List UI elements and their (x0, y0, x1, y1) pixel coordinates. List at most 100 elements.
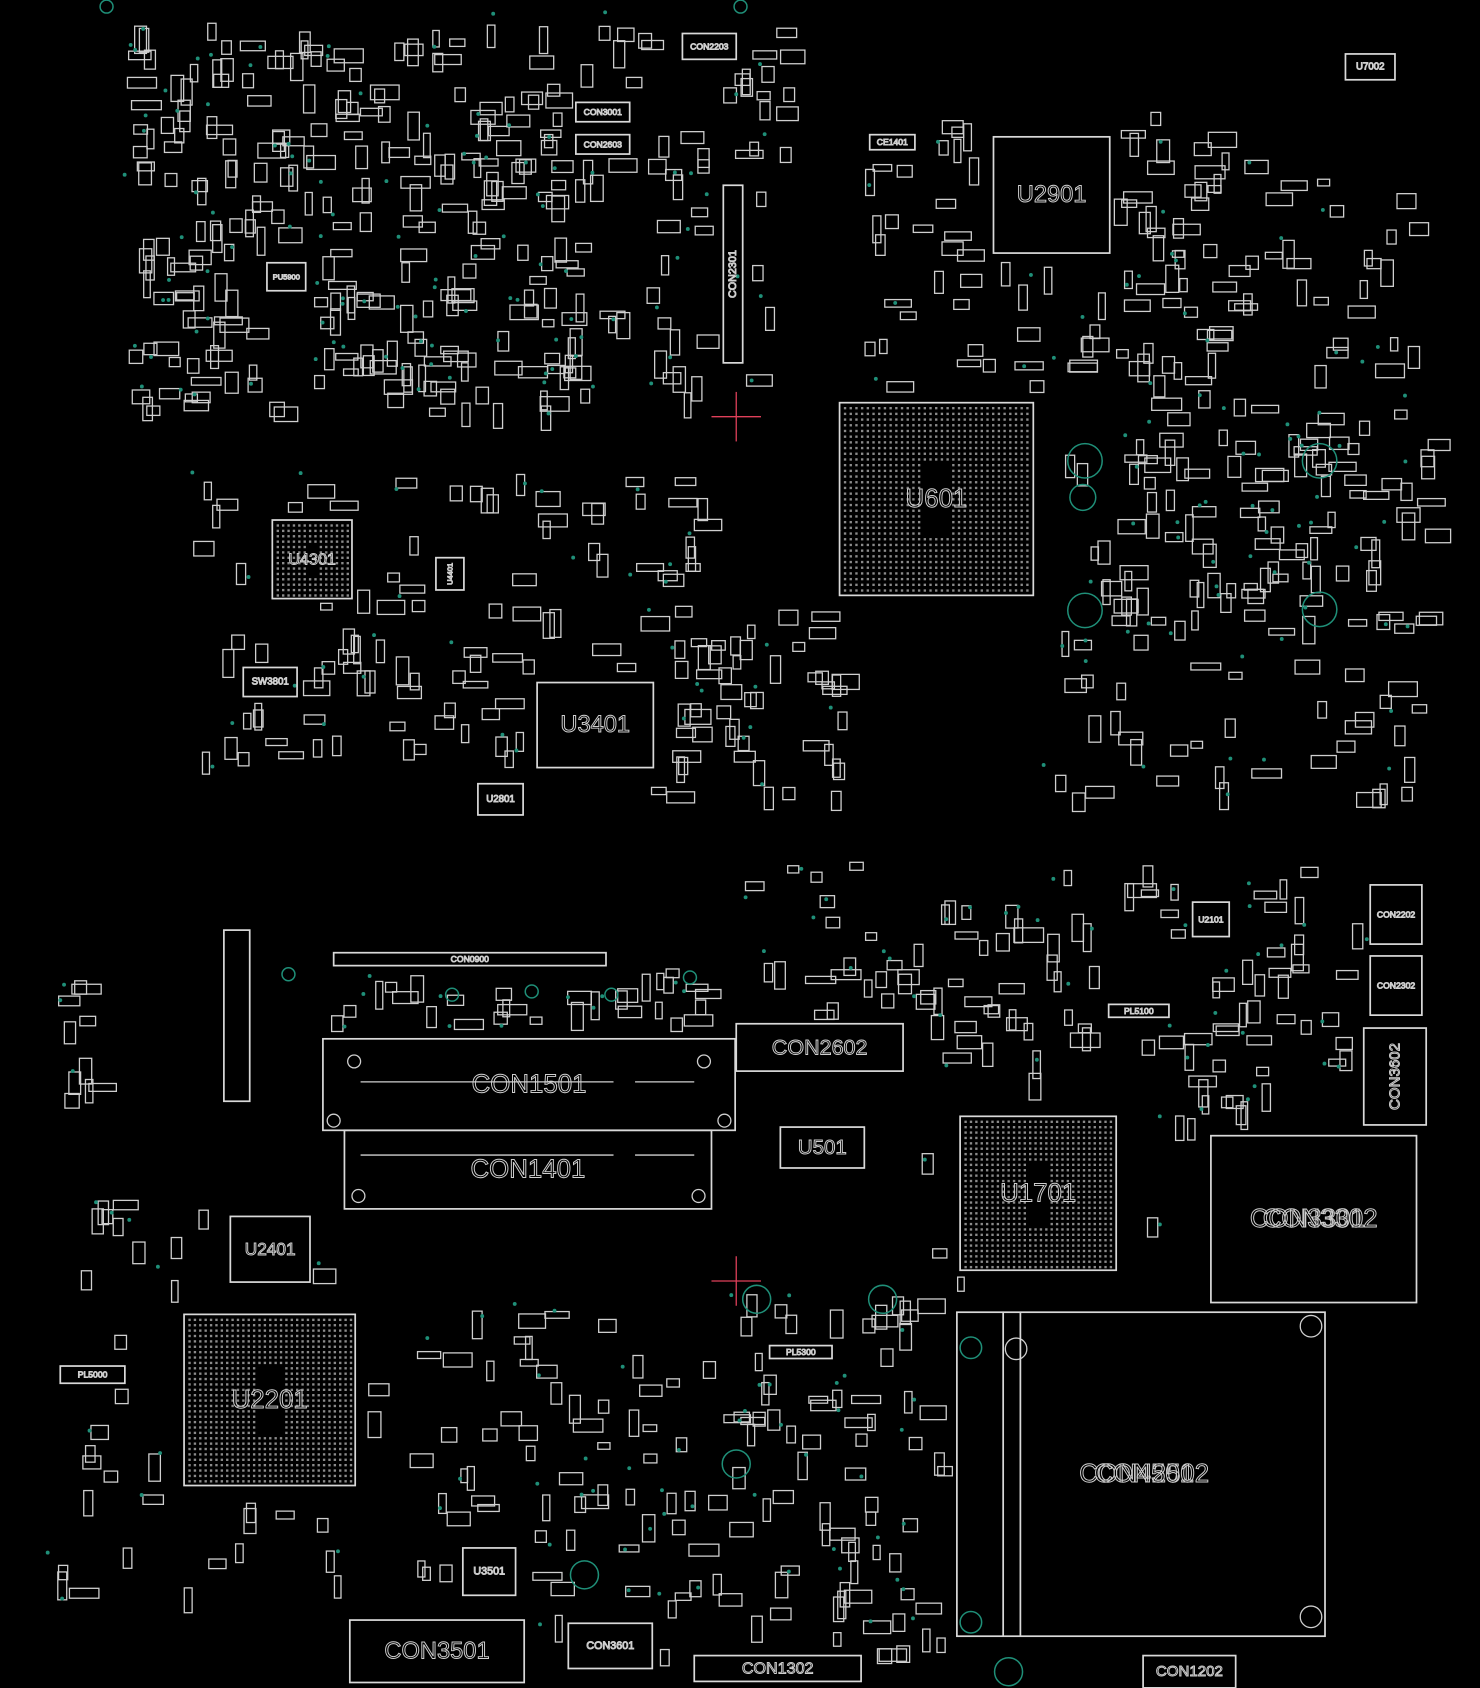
smd-component[interactable] (954, 931, 979, 940)
smd-component[interactable] (568, 1394, 582, 1424)
smd-component[interactable] (896, 164, 913, 178)
smd-component[interactable] (591, 502, 605, 525)
smd-component[interactable] (1394, 725, 1406, 747)
smd-component[interactable] (756, 191, 767, 208)
smd-component[interactable] (440, 345, 459, 355)
smd-component[interactable] (493, 1011, 508, 1025)
smd-component[interactable] (1344, 720, 1373, 735)
smd-component[interactable] (944, 231, 972, 241)
smd-component[interactable] (552, 112, 563, 128)
smd-component[interactable] (642, 1424, 658, 1433)
smd-component[interactable] (272, 130, 286, 153)
smd-component[interactable] (1347, 305, 1376, 319)
smd-component[interactable] (616, 311, 631, 340)
smd-component[interactable] (376, 599, 406, 616)
smd-component[interactable] (1201, 1095, 1210, 1115)
smd-component[interactable] (1153, 375, 1166, 398)
smd-component[interactable] (815, 670, 830, 686)
smd-component[interactable] (1311, 448, 1326, 468)
smd-component[interactable] (843, 957, 857, 977)
smd-component[interactable] (327, 280, 357, 290)
smd-component[interactable] (440, 164, 454, 185)
smd-component[interactable] (456, 352, 477, 368)
smd-component[interactable] (541, 318, 555, 328)
smd-component[interactable] (1080, 337, 1110, 353)
smd-component[interactable] (342, 368, 359, 377)
smd-component[interactable] (362, 355, 375, 377)
smd-component[interactable] (1191, 506, 1217, 518)
smd-component[interactable] (967, 344, 984, 357)
smd-component[interactable] (1164, 439, 1176, 466)
smd-component[interactable] (1146, 1217, 1159, 1238)
smd-component[interactable] (762, 1498, 772, 1523)
smd-component[interactable] (1224, 718, 1236, 738)
smd-component[interactable] (1381, 477, 1403, 491)
smd-component[interactable] (767, 1409, 781, 1431)
smd-component[interactable] (267, 55, 294, 70)
smd-component[interactable] (540, 139, 558, 156)
component-con1501[interactable]: CON1501 (322, 1037, 737, 1132)
smd-component[interactable] (1288, 434, 1300, 458)
smd-component[interactable] (252, 709, 264, 728)
smd-component[interactable] (186, 358, 200, 374)
smd-component[interactable] (486, 171, 499, 197)
smd-component[interactable] (1407, 345, 1421, 370)
smd-component[interactable] (1379, 694, 1392, 710)
smd-component[interactable] (787, 865, 800, 874)
smd-component[interactable] (878, 1648, 908, 1662)
smd-component[interactable] (310, 51, 322, 67)
smd-component[interactable] (831, 673, 860, 691)
smd-component[interactable] (694, 225, 714, 236)
smd-component[interactable] (512, 606, 542, 622)
smd-component[interactable] (657, 570, 678, 582)
smd-component[interactable] (207, 22, 217, 41)
smd-component[interactable] (749, 141, 760, 157)
smd-component[interactable] (416, 1350, 442, 1360)
smd-component[interactable] (544, 352, 561, 365)
smd-component[interactable] (537, 513, 568, 528)
smd-component[interactable] (443, 702, 456, 719)
smd-component[interactable] (1005, 1017, 1028, 1032)
smd-component[interactable] (697, 497, 709, 522)
smd-component[interactable] (656, 972, 665, 991)
smd-component[interactable] (750, 691, 764, 710)
smd-component[interactable] (725, 725, 736, 748)
smd-component[interactable] (524, 1335, 533, 1361)
smd-component[interactable] (837, 711, 848, 731)
smd-component[interactable] (395, 477, 418, 489)
smd-component[interactable] (625, 1585, 651, 1598)
smd-component[interactable] (497, 1003, 528, 1016)
smd-component[interactable] (213, 316, 243, 326)
smd-component[interactable] (183, 1587, 193, 1614)
smd-component[interactable] (1023, 1022, 1034, 1041)
smd-component[interactable] (829, 1309, 844, 1339)
smd-component[interactable] (273, 406, 299, 423)
smd-component[interactable] (664, 168, 683, 182)
smd-component[interactable] (940, 904, 950, 926)
smd-component[interactable] (1073, 639, 1093, 651)
smd-component[interactable] (1218, 429, 1229, 447)
smd-component[interactable] (288, 164, 299, 192)
smd-component[interactable] (460, 724, 470, 744)
smd-component[interactable] (1198, 1079, 1209, 1108)
component-u7002[interactable]: U7002 (1344, 53, 1396, 81)
smd-component[interactable] (367, 1411, 382, 1439)
smd-component[interactable] (1347, 618, 1368, 627)
smd-component[interactable] (1126, 883, 1158, 899)
smd-component[interactable] (1242, 959, 1254, 986)
smd-component[interactable] (808, 1395, 829, 1404)
smd-component[interactable] (179, 110, 191, 133)
smd-component[interactable] (418, 364, 427, 393)
smd-component[interactable] (523, 303, 538, 319)
smd-component[interactable] (685, 536, 696, 559)
smd-component[interactable] (428, 407, 446, 417)
smd-component[interactable] (333, 1575, 342, 1599)
smd-component[interactable] (956, 1276, 965, 1292)
smd-component[interactable] (981, 1042, 994, 1068)
smd-component[interactable] (158, 387, 181, 400)
smd-component[interactable] (1140, 889, 1160, 898)
smd-component[interactable] (1170, 929, 1186, 939)
smd-component[interactable] (422, 300, 434, 318)
smd-component[interactable] (307, 484, 336, 499)
